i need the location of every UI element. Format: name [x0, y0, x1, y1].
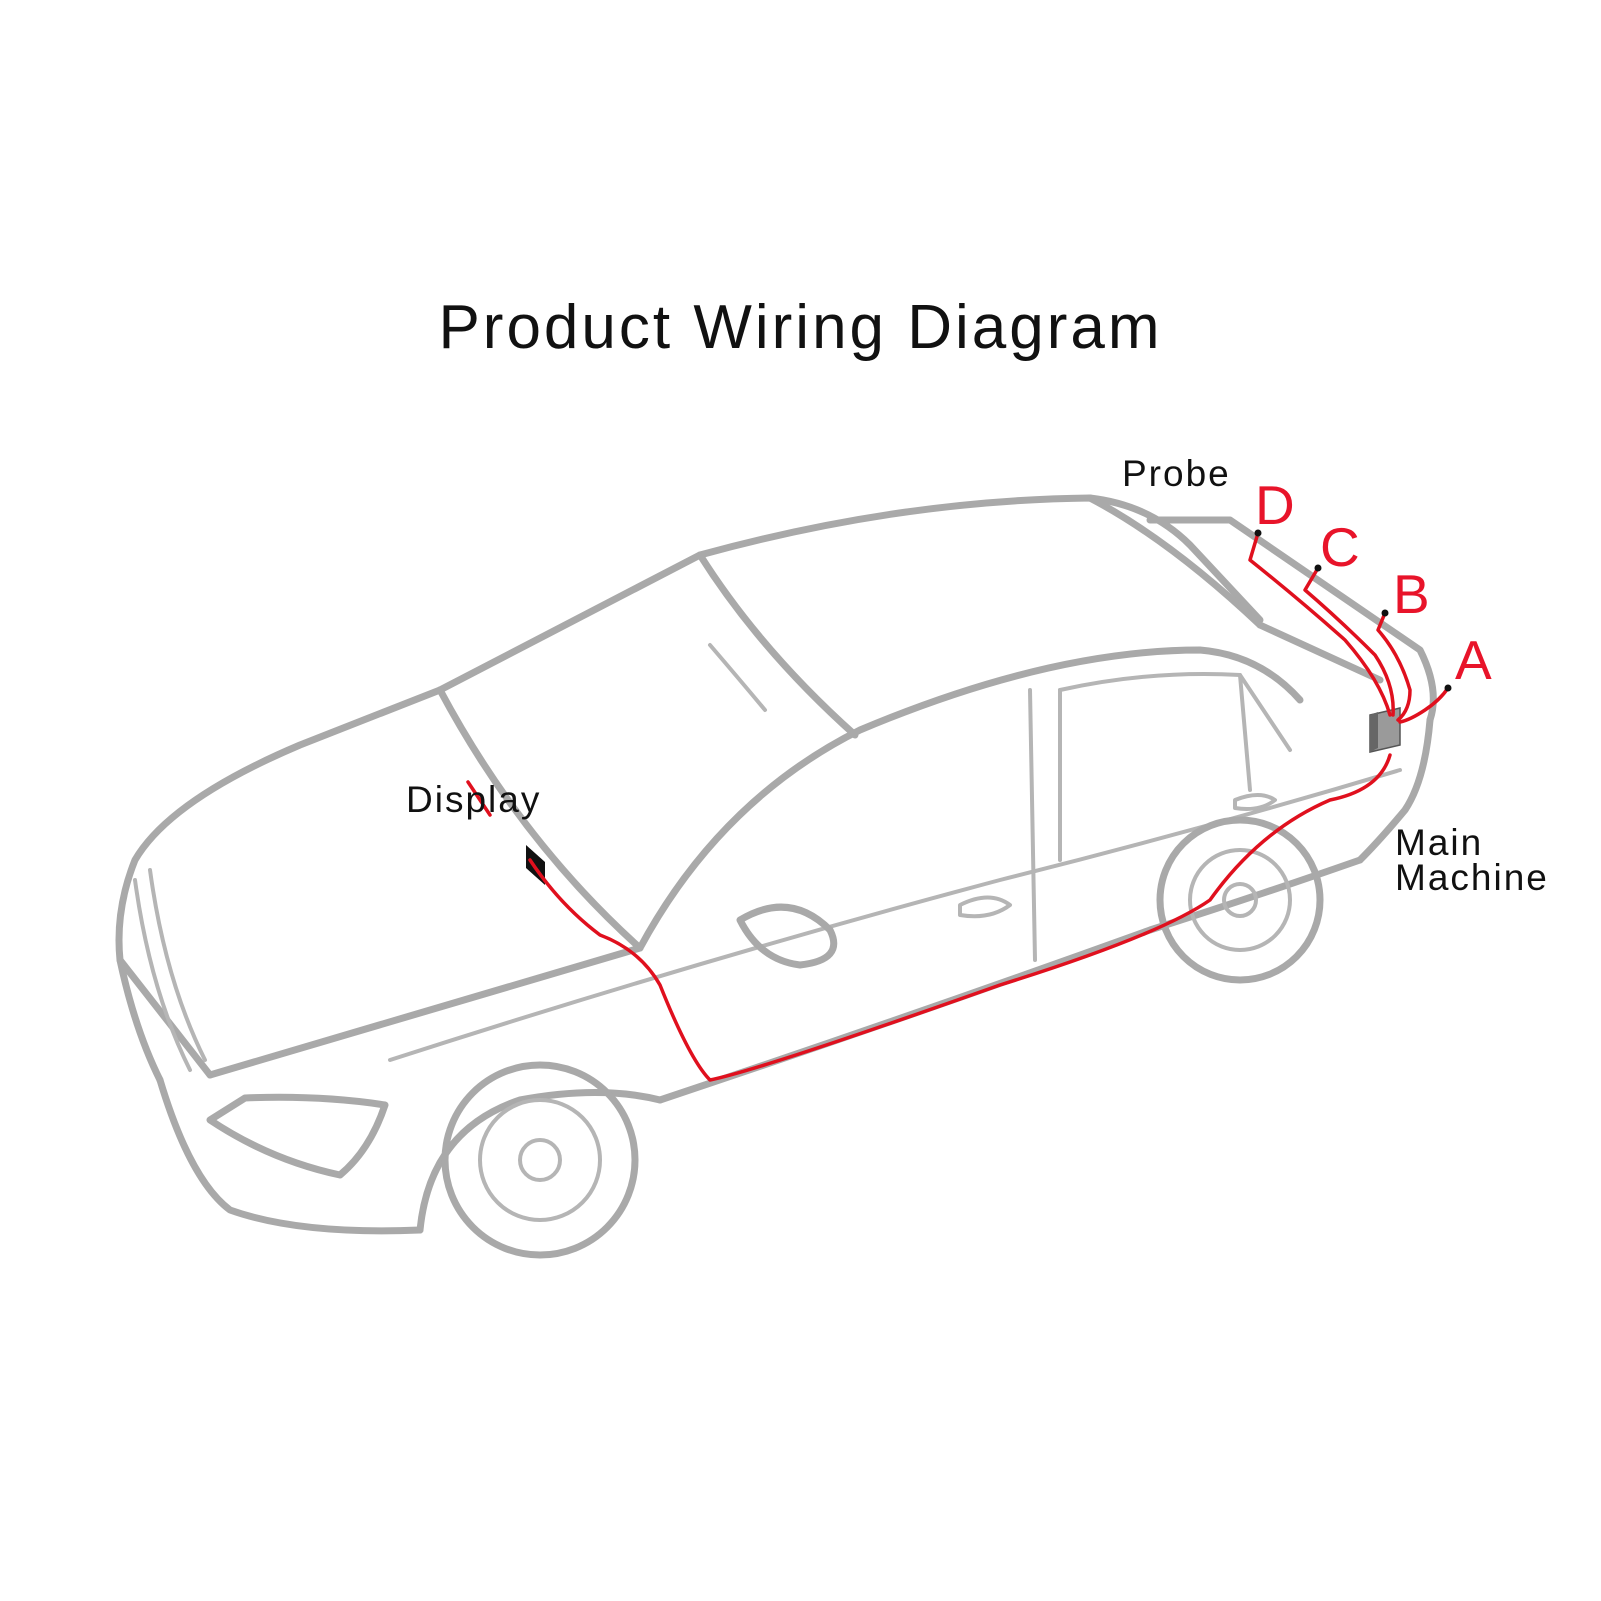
display-label: Display — [406, 779, 542, 820]
probe-letter-a: A — [1455, 629, 1492, 691]
probe-letter-c: C — [1320, 516, 1360, 578]
main-machine-box — [1369, 707, 1401, 753]
probe-wire-a — [1398, 686, 1450, 724]
display-wire — [466, 753, 1392, 1082]
probe-letter-b: B — [1393, 563, 1430, 625]
probe-label: Probe — [1122, 453, 1231, 494]
probe-wire-b — [1376, 611, 1412, 722]
probe-letter-d: D — [1255, 474, 1295, 536]
main-machine-label-line2: Machine — [1395, 857, 1549, 898]
main-machine-label-line1: Main — [1395, 822, 1484, 863]
probe-wire-d — [1248, 531, 1392, 717]
probe-wire-c — [1303, 566, 1395, 717]
probe-sensors — [1254, 529, 1452, 692]
car-outline — [115, 494, 1437, 1259]
diagram-title: Product Wiring Diagram — [438, 293, 1163, 362]
